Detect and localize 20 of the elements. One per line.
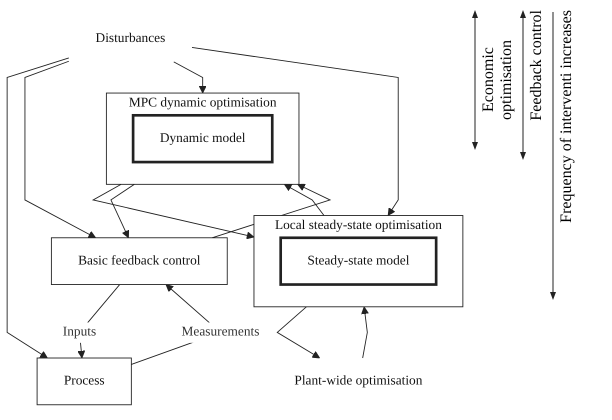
- node-text: Disturbances: [96, 31, 166, 46]
- arrow: [92, 184, 254, 240]
- side-label: Frequency of interventi increases: [558, 10, 576, 223]
- arrow: [361, 306, 369, 358]
- node-box: Steady-state model: [279, 236, 438, 286]
- edge-label: Measurements: [182, 325, 260, 340]
- arrow: [173, 61, 207, 94]
- arrow: [110, 184, 135, 238]
- node-box: Dynamic model: [132, 114, 274, 164]
- side-label: Feedback control: [528, 10, 546, 121]
- arrow: [6, 58, 70, 358]
- arrow: [192, 47, 399, 216]
- side-label: Economic optimisation: [480, 39, 516, 122]
- node-box: Basic feedback control: [50, 237, 228, 286]
- arrow: [276, 306, 320, 358]
- node-text: Plant-wide optimisation: [294, 374, 422, 388]
- node-box: Process: [36, 358, 132, 406]
- edge-label: Inputs: [62, 325, 96, 340]
- arrow: [284, 184, 324, 216]
- arrow: [24, 60, 96, 238]
